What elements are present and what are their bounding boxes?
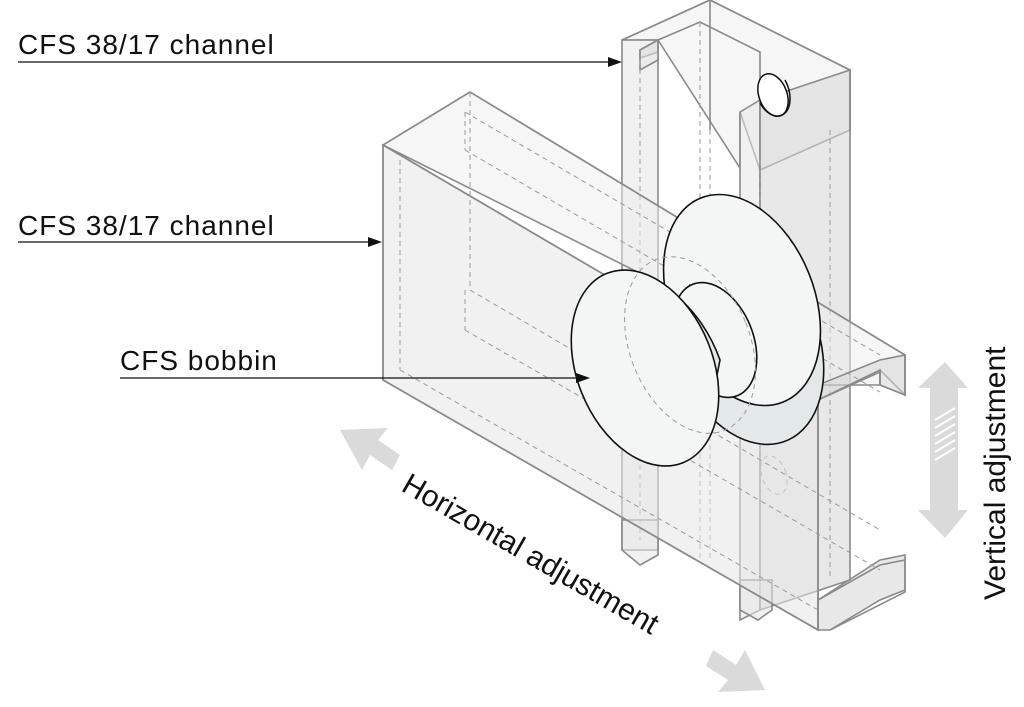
label-vertical-adjustment: Vertical adjustment	[979, 346, 1012, 600]
arrow-left-up-icon	[340, 428, 400, 470]
label-bobbin: CFS bobbin	[120, 345, 278, 376]
arrow-right-down-icon	[706, 650, 765, 692]
cfs-bobbin	[570, 193, 825, 467]
label-horizontal-channel: CFS 38/17 channel	[18, 210, 275, 241]
label-vertical-channel: CFS 38/17 channel	[18, 29, 275, 60]
horizontal-adjustment-arrow	[340, 428, 765, 692]
leader-lines	[18, 57, 622, 383]
vertical-adjustment-arrow	[918, 362, 968, 538]
